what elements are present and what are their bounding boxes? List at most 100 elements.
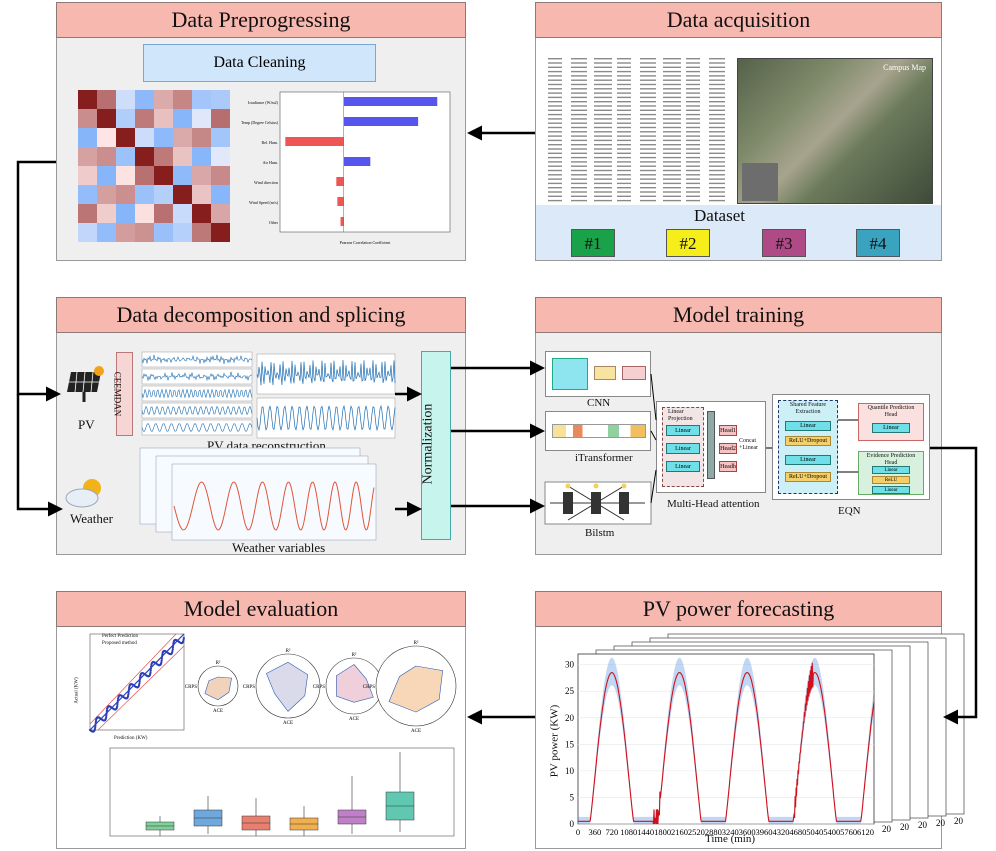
weather-label: Weather — [70, 511, 113, 526]
heatmap-cell — [192, 223, 211, 242]
scatter-point — [94, 722, 97, 725]
heatmap-cell — [192, 185, 211, 204]
table-cell-mark — [548, 113, 562, 116]
table-cell-mark — [571, 139, 587, 142]
table-cell-mark — [617, 187, 631, 189]
table-cell-mark — [640, 191, 656, 193]
scatter-point — [150, 665, 153, 668]
forecast-xtick: 1800 — [654, 827, 671, 837]
forecast-xtick: 4320 — [772, 827, 789, 837]
radar-label: ACE — [283, 721, 293, 726]
cnn-label: CNN — [587, 397, 611, 409]
table-cell-mark — [686, 62, 700, 64]
table-cell-mark — [571, 152, 587, 154]
table-cell-mark — [709, 135, 725, 137]
table-cell-mark — [571, 101, 587, 103]
table-cell-mark — [617, 70, 631, 73]
table-cell-mark — [640, 195, 656, 197]
forecast-ytick: 10 — [565, 766, 575, 776]
table-cell-mark — [571, 191, 587, 193]
table-cell-mark — [594, 156, 612, 159]
scatter-point — [171, 649, 174, 653]
table-cell-mark — [571, 148, 587, 150]
table-cell-mark — [548, 126, 562, 129]
table-cell-mark — [686, 174, 700, 176]
evaluation-title: Model evaluation — [56, 591, 466, 627]
table-cell-mark — [709, 101, 725, 103]
table-cell-mark — [617, 148, 631, 150]
heatmap-cell — [173, 166, 192, 185]
eqn-label: EQN — [838, 505, 861, 517]
eqn-evidence-relu: ReLU — [872, 476, 910, 484]
table-cell-mark — [548, 161, 562, 163]
imf-line — [141, 354, 253, 365]
table-cell-mark — [571, 187, 587, 189]
radar-polygon — [335, 664, 374, 703]
mha-attention — [707, 411, 715, 479]
scatter-point — [172, 644, 175, 647]
heatmap-cell — [116, 128, 135, 147]
table-cell-mark — [594, 109, 612, 111]
imf-line — [141, 388, 253, 399]
scatter-point — [138, 678, 141, 681]
radar-label: CRPS — [185, 685, 197, 690]
heatmap-cell — [154, 147, 173, 166]
heatmap-cell — [154, 128, 173, 147]
forecast-xtick: 0 — [576, 827, 580, 837]
scatter-point — [160, 657, 163, 660]
table-cell-mark — [640, 126, 656, 129]
scatter-point — [116, 699, 119, 702]
table-cell-mark — [571, 109, 587, 111]
table-cell-mark — [686, 161, 700, 163]
table-cell-mark — [663, 88, 681, 90]
heatmap-cell — [211, 223, 230, 242]
mha-linear-2: Linear — [666, 443, 700, 454]
table-cell-mark — [548, 79, 562, 81]
table-cell-mark — [617, 66, 631, 68]
table-cell-mark — [663, 135, 681, 137]
eqn-shared-label: Shared Feature Extraction — [789, 402, 827, 415]
table-cell-mark — [594, 88, 612, 90]
table-cell-mark — [617, 182, 631, 185]
table-cell-mark — [709, 83, 725, 86]
cnn-block — [545, 351, 651, 397]
heatmap-cell — [97, 109, 116, 128]
heatmap-cell — [135, 204, 154, 223]
eqn-linear-2: Linear — [785, 455, 831, 465]
table-cell-mark — [686, 105, 700, 107]
weather-icon — [65, 479, 101, 508]
table-cell-mark — [640, 165, 656, 167]
table-cell-mark — [548, 195, 562, 197]
arrow-preprocessing-to-pv — [16, 160, 61, 402]
imf-signals — [141, 351, 253, 436]
table-cell-mark — [571, 66, 587, 68]
table-cell-mark — [663, 75, 681, 77]
heatmap-cell — [97, 147, 116, 166]
heatmap-cell — [192, 128, 211, 147]
bar-chart-category: Other — [269, 220, 279, 225]
table-cell-mark — [686, 195, 700, 197]
table-cell-mark — [640, 109, 656, 111]
table-cell-mark — [548, 139, 562, 142]
campus-map: Campus Map — [737, 58, 933, 204]
table-cell-mark — [617, 101, 631, 103]
eqn-evidence-linear-1: Linear — [872, 466, 910, 474]
table-cell-mark — [617, 75, 631, 77]
stacked-tick: 20 — [936, 818, 946, 828]
table-cell-mark — [663, 131, 681, 133]
table-cell-mark — [617, 109, 631, 111]
table-cell-mark — [709, 195, 725, 197]
table-cell-mark — [548, 75, 562, 77]
scatter-xlabel: Prediction (KW) — [114, 736, 148, 741]
heatmap-cell — [211, 204, 230, 223]
forecast-xtick: 3240 — [722, 827, 739, 837]
eqn-evidence-linear-2: Linear — [872, 486, 910, 494]
heatmap-cell — [173, 90, 192, 109]
scatter-point — [171, 646, 175, 649]
table-cell-mark — [617, 113, 631, 116]
table-cell-mark — [640, 161, 656, 163]
table-cell-mark — [617, 199, 631, 202]
scatter-point — [149, 670, 152, 674]
table-cell-mark — [686, 135, 700, 137]
table-cell-mark — [571, 131, 587, 133]
